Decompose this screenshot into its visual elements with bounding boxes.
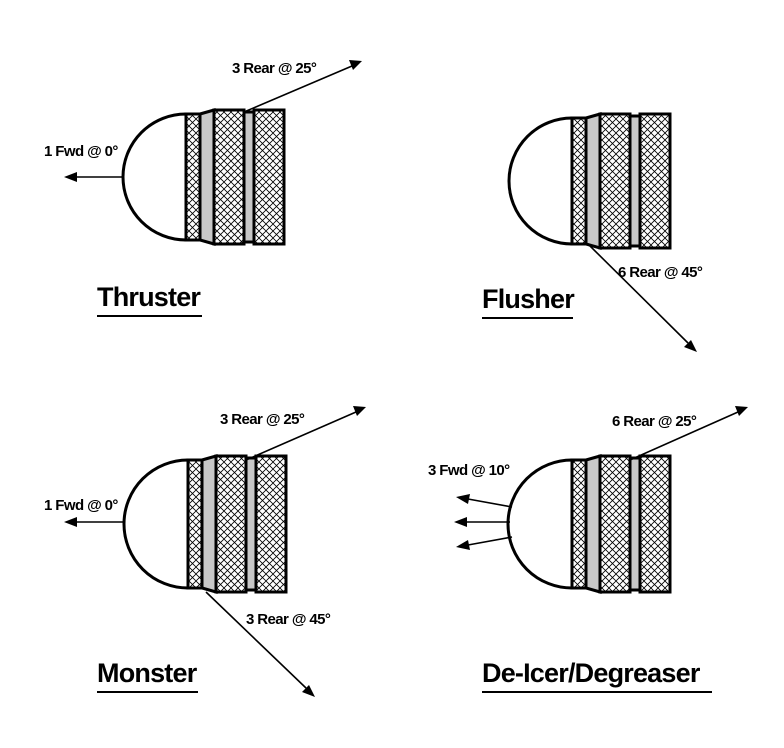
monster-rear-bottom-arrow xyxy=(205,591,315,697)
monster-collar xyxy=(200,454,218,594)
flusher-hatched-ring-3 xyxy=(638,112,672,250)
de-icer-rear-label: 6 Rear @ 25° xyxy=(612,413,697,430)
thruster-rear-arrow xyxy=(243,60,362,113)
thruster-nozzle: 1 Fwd @ 0° 3 Rear @ 25° Thruster xyxy=(44,60,362,317)
monster-rear-top-label: 3 Rear @ 25° xyxy=(220,411,305,428)
flusher-title: Flusher xyxy=(482,284,575,314)
flusher-nozzle: 6 Rear @ 45° Flusher xyxy=(482,112,704,352)
de-icer-nozzle: 3 Fwd @ 10° 6 Rear @ 25° De-Icer/Degreas… xyxy=(428,406,748,693)
thruster-dome xyxy=(121,112,188,242)
de-icer-forward-arrow-1 xyxy=(456,494,513,508)
flusher-dome xyxy=(507,116,574,246)
monster-hatched-ring-1 xyxy=(186,458,204,590)
flusher-hatched-ring-1 xyxy=(570,116,588,246)
monster-dome xyxy=(122,458,190,590)
de-icer-hatched-ring-2 xyxy=(598,454,632,594)
thruster-hatched-ring-2 xyxy=(212,108,246,246)
thruster-forward-label: 1 Fwd @ 0° xyxy=(44,143,118,160)
monster-nozzle: 1 Fwd @ 0° 3 Rear @ 25° 3 Rear @ 45° Mon… xyxy=(44,406,366,697)
de-icer-collar xyxy=(584,454,602,594)
thruster-forward-arrow xyxy=(64,172,124,182)
flusher-hatched-ring-2 xyxy=(598,112,632,250)
flusher-rear-label: 6 Rear @ 45° xyxy=(618,264,703,281)
de-icer-dome xyxy=(506,458,574,590)
monster-hatched-ring-2 xyxy=(214,454,248,594)
monster-title: Monster xyxy=(97,658,198,688)
thruster-hatched-ring-1 xyxy=(184,112,202,242)
monster-rear-bottom-label: 3 Rear @ 45° xyxy=(246,611,331,628)
de-icer-title: De-Icer/Degreaser xyxy=(482,658,701,688)
de-icer-rear-arrow xyxy=(629,406,748,461)
thruster-title: Thruster xyxy=(97,282,201,312)
monster-forward-label: 1 Fwd @ 0° xyxy=(44,497,118,514)
thruster-hatched-ring-3 xyxy=(252,108,286,246)
de-icer-forward-arrow-2 xyxy=(454,517,510,527)
monster-forward-arrow xyxy=(64,517,124,527)
thruster-rear-label: 3 Rear @ 25° xyxy=(232,60,317,77)
monster-hatched-ring-3 xyxy=(254,454,288,594)
flusher-collar xyxy=(584,112,602,250)
de-icer-forward-label: 3 Fwd @ 10° xyxy=(428,462,510,479)
thruster-collar xyxy=(198,108,216,246)
flusher-rear-arrow xyxy=(587,243,697,352)
de-icer-forward-arrow-3 xyxy=(456,536,513,550)
de-icer-hatched-ring-3 xyxy=(638,454,672,594)
de-icer-hatched-ring-1 xyxy=(570,458,588,590)
monster-rear-top-arrow xyxy=(245,406,366,461)
